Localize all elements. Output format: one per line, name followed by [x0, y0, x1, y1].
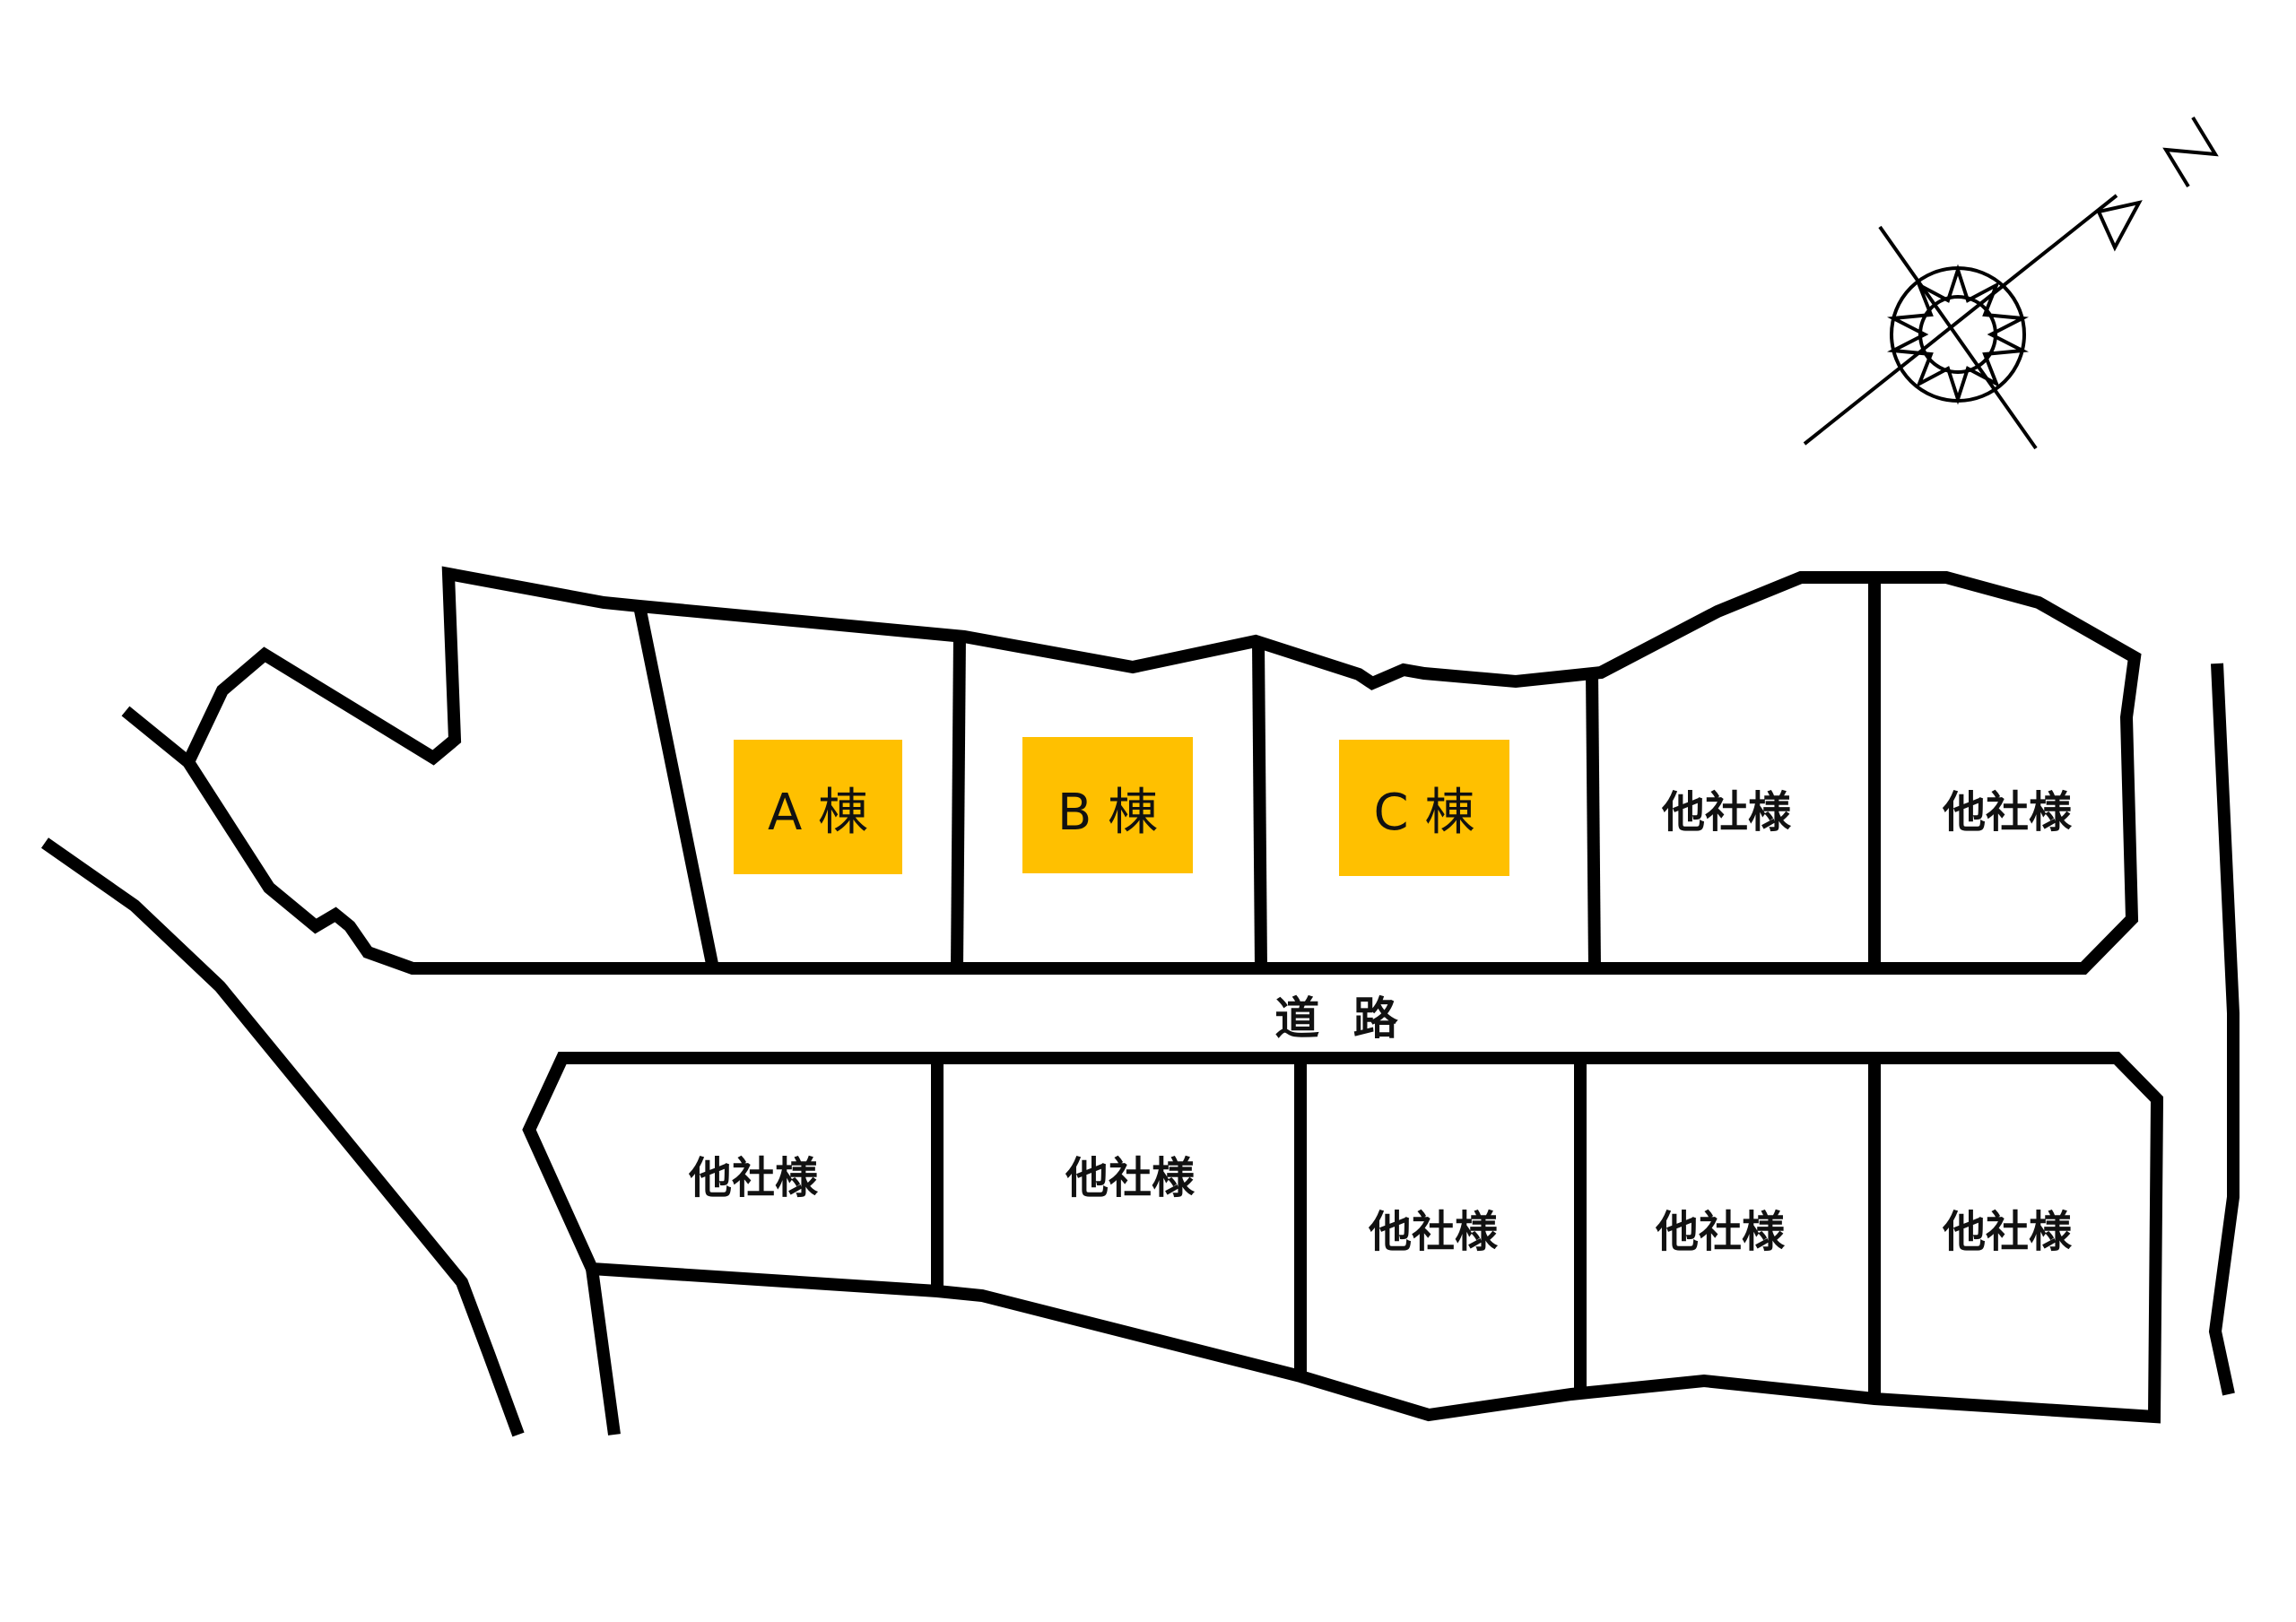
divider-3: [1252, 641, 1267, 969]
compass-inner-circle: [1918, 295, 1997, 374]
north-arrow-icon: [2096, 200, 2143, 252]
left-outer-boundary: [40, 837, 525, 1437]
other-lot-label-lower-1: 他社様: [688, 1153, 819, 1203]
lot-a-label: A 棟: [768, 784, 868, 842]
lot-c-label: C 棟: [1374, 784, 1475, 842]
divider-1: [633, 604, 719, 970]
road-label: 道 路: [1274, 993, 1406, 1045]
lot-b-label: B 棟: [1057, 784, 1158, 842]
upper-block: [121, 566, 2142, 975]
divider-4: [1586, 670, 1601, 969]
lot-a[interactable]: A 棟: [734, 740, 902, 874]
right-outer-boundary: [2208, 663, 2239, 1396]
divider-2: [951, 634, 966, 969]
lot-b-highlight: [1022, 737, 1193, 873]
left-inner-boundary: [586, 1268, 621, 1436]
other-lot-label-lower-2: 他社様: [1065, 1153, 1196, 1203]
lot-b[interactable]: B 棟: [1022, 737, 1193, 873]
other-lot-label-lower-5: 他社様: [1942, 1207, 2073, 1257]
upper-block-outline: [121, 566, 2142, 975]
other-lot-label-upper-2: 他社様: [1942, 787, 2073, 837]
lower-block-outline: [522, 1052, 2164, 1424]
lot-c-highlight: [1339, 740, 1509, 876]
north-letter-icon: [2162, 116, 2219, 188]
lot-a-highlight: [734, 740, 902, 874]
other-lot-label-upper-1: 他社様: [1661, 787, 1792, 837]
other-lot-label-lower-3: 他社様: [1368, 1207, 1499, 1257]
compass-star: [1887, 264, 2029, 405]
lot-c[interactable]: C 棟: [1339, 740, 1509, 876]
other-lot-label-lower-4: 他社様: [1655, 1207, 1786, 1257]
lower-block: [522, 1052, 2164, 1424]
compass-outer-circle: [1890, 266, 2026, 403]
compass-cross-axis: [1878, 225, 2038, 450]
compass-rose-icon: [1803, 116, 2219, 450]
compass-axis: [1803, 194, 2118, 446]
